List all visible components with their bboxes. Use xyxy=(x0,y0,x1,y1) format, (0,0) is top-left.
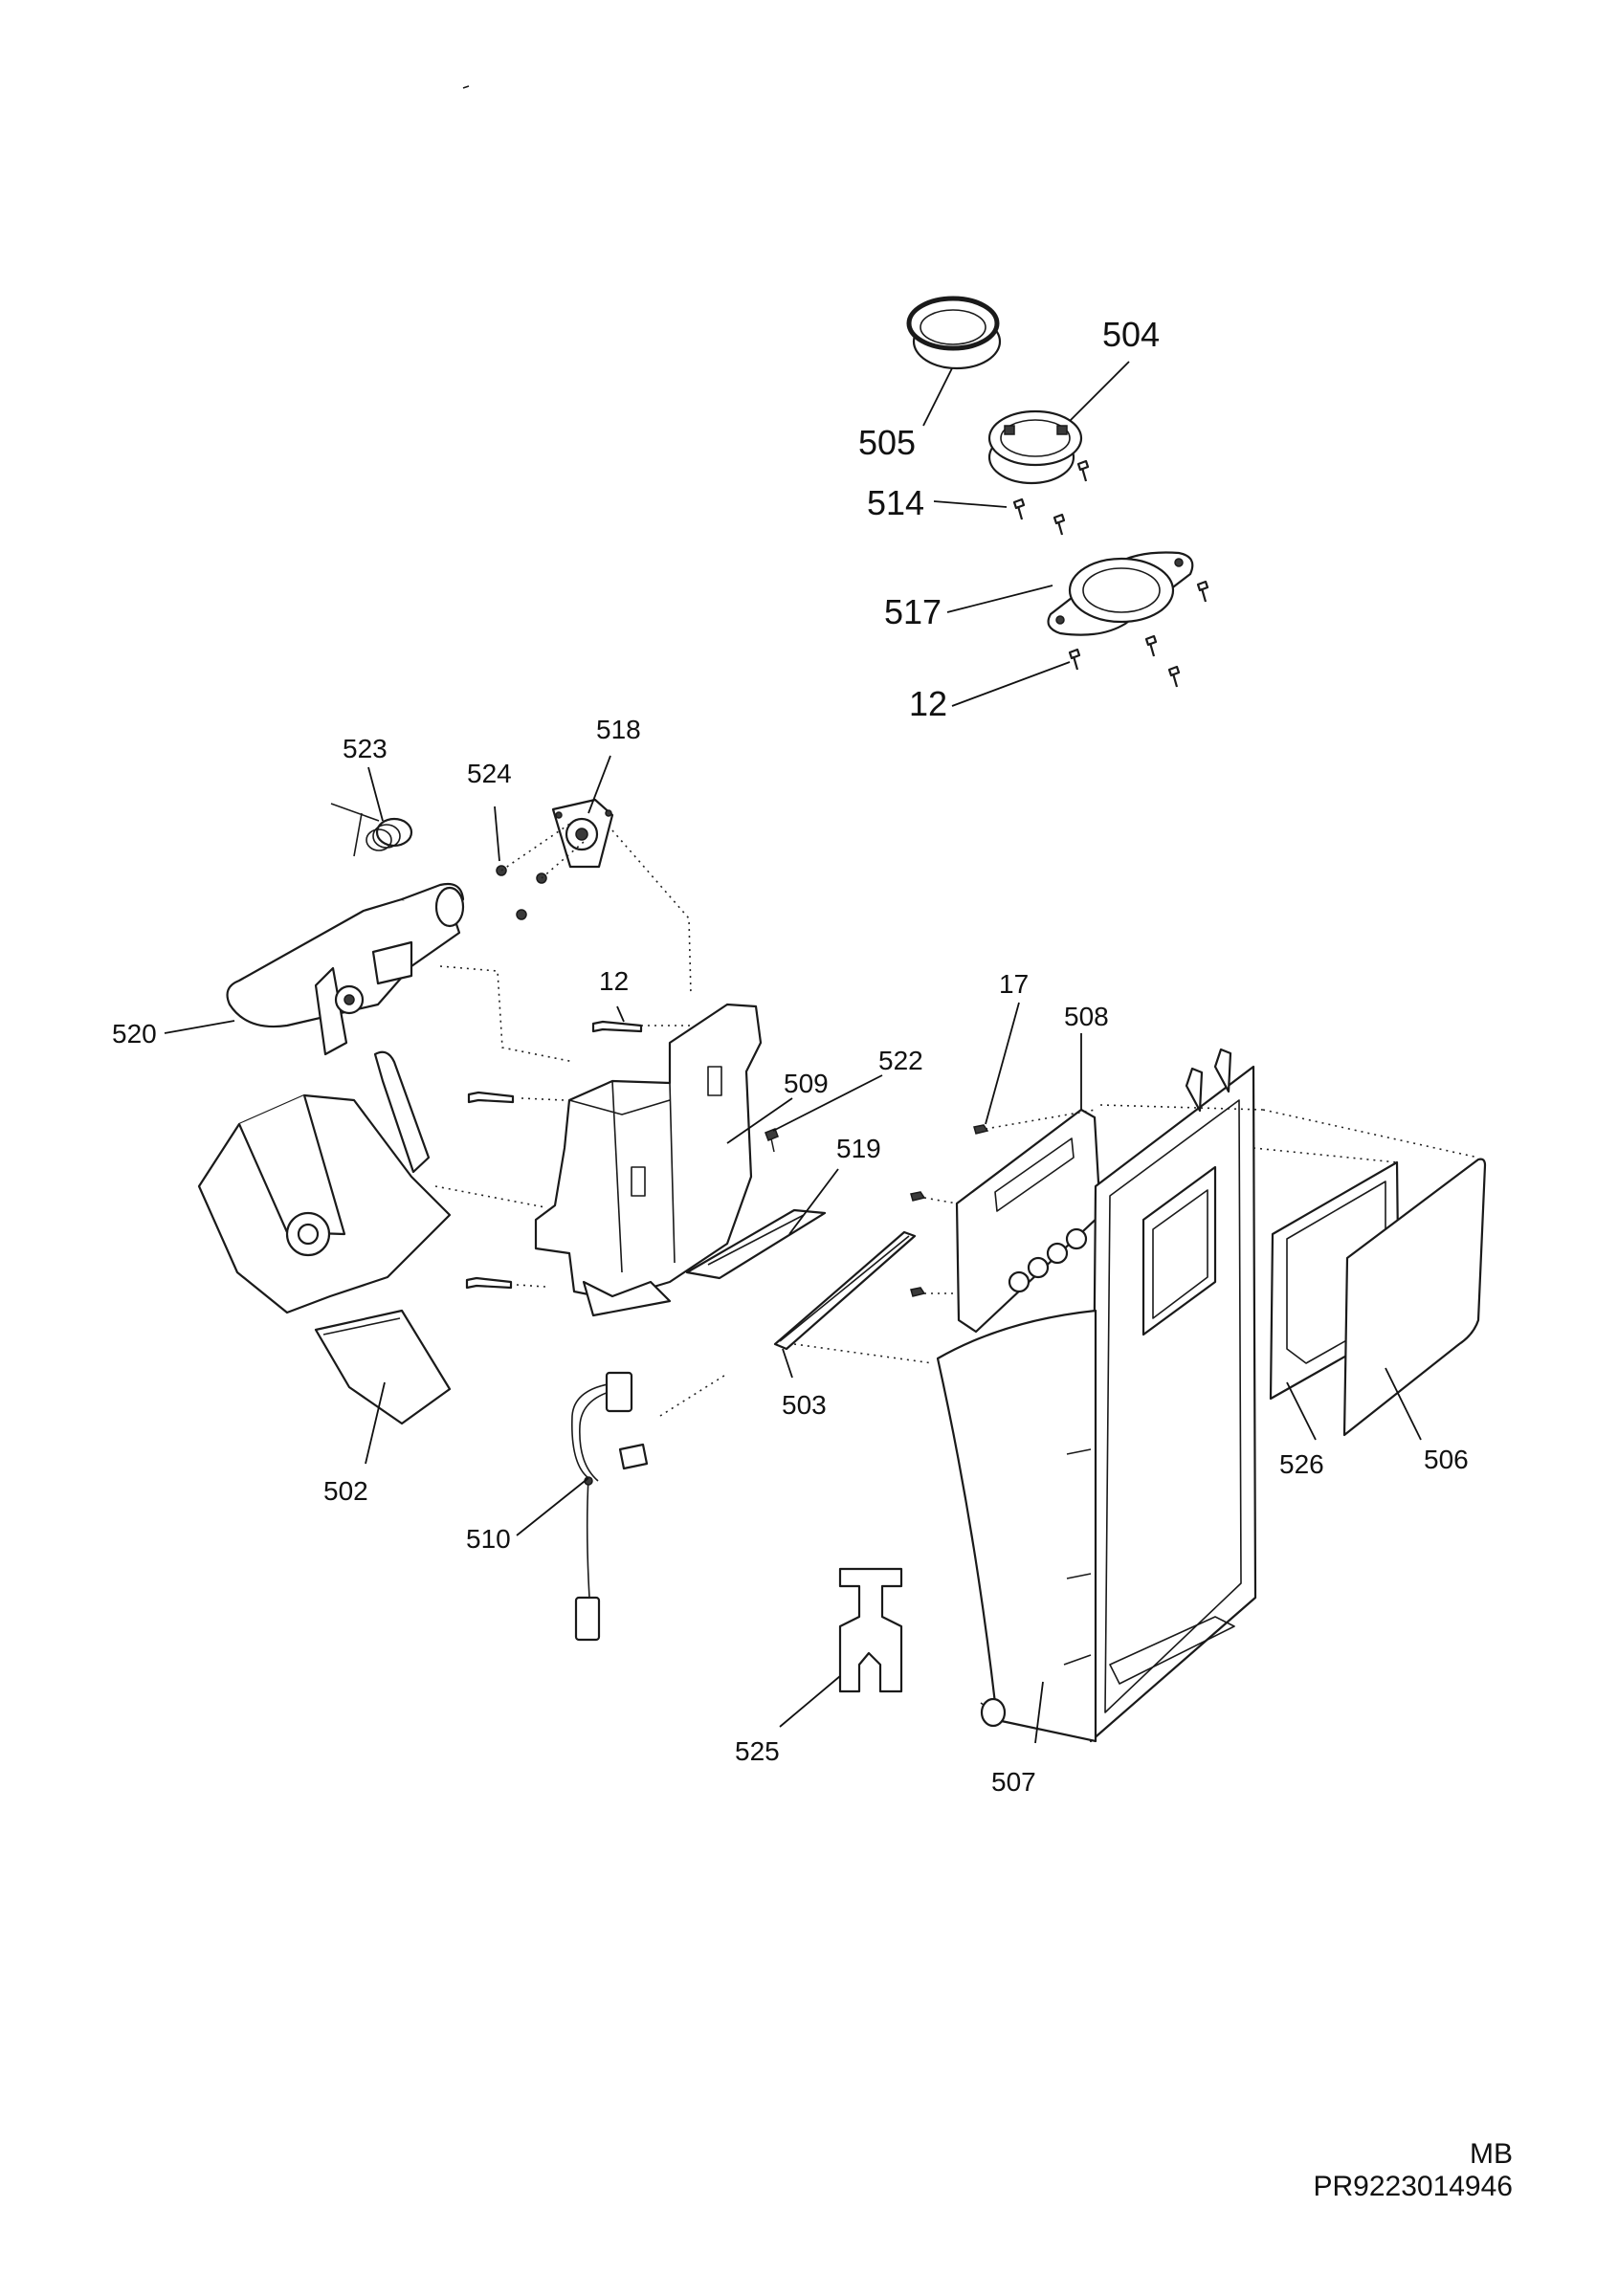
callout-524: 524 xyxy=(467,759,512,788)
callout-506: 506 xyxy=(1424,1445,1469,1474)
callout-522: 522 xyxy=(878,1046,923,1075)
callout-17: 17 xyxy=(999,969,1029,999)
part-507-dispenser-housing xyxy=(936,1048,1257,1743)
alignment-lines xyxy=(434,820,1479,1417)
part-523-spring xyxy=(330,803,413,857)
part-502-paddle xyxy=(197,1050,452,1425)
part-518-motor xyxy=(551,798,614,869)
callout-503: 503 xyxy=(782,1390,827,1420)
part-506-panel xyxy=(1342,1158,1487,1437)
screw-522 xyxy=(765,1128,779,1153)
callout-labels: 505 504 514 517 12 523 524 518 520 12 50… xyxy=(112,315,1469,1797)
callout-518: 518 xyxy=(596,715,641,744)
callout-519: 519 xyxy=(836,1134,881,1163)
callout-508: 508 xyxy=(1064,1002,1109,1031)
callout-523: 523 xyxy=(343,734,388,763)
callout-504: 504 xyxy=(1102,315,1160,354)
screw-514-set xyxy=(1012,459,1209,688)
callout-507: 507 xyxy=(991,1767,1036,1797)
callout-502: 502 xyxy=(323,1476,368,1506)
callout-517: 517 xyxy=(884,592,942,631)
callout-526: 526 xyxy=(1279,1449,1324,1479)
part-503-strip xyxy=(773,1230,917,1351)
part-509-housing xyxy=(534,1003,763,1317)
leader-lines xyxy=(164,361,1422,1744)
drawing-number: PR9223014946 xyxy=(1313,2171,1513,2202)
part-508-board xyxy=(955,1108,1102,1334)
callout-12-mid: 12 xyxy=(599,966,629,996)
stray-mark xyxy=(462,85,470,89)
part-525-clip xyxy=(838,1567,903,1693)
part-510-harness xyxy=(571,1371,649,1642)
part-504-collar xyxy=(987,409,1083,485)
callout-505: 505 xyxy=(858,423,916,462)
part-505-ring xyxy=(906,296,1002,370)
section-code: MB xyxy=(1470,2138,1513,2170)
callout-509: 509 xyxy=(784,1069,829,1098)
callout-525: 525 xyxy=(735,1736,780,1766)
callout-520: 520 xyxy=(112,1019,157,1049)
callout-510: 510 xyxy=(466,1524,511,1554)
callout-12-top: 12 xyxy=(909,684,947,723)
screw-524-set xyxy=(496,865,547,920)
callout-514: 514 xyxy=(867,483,924,522)
screw-12-mid-set xyxy=(465,1020,643,1290)
part-519-bracket xyxy=(685,1208,827,1280)
part-520-lever xyxy=(226,882,465,1056)
part-517-plate xyxy=(1047,551,1194,636)
